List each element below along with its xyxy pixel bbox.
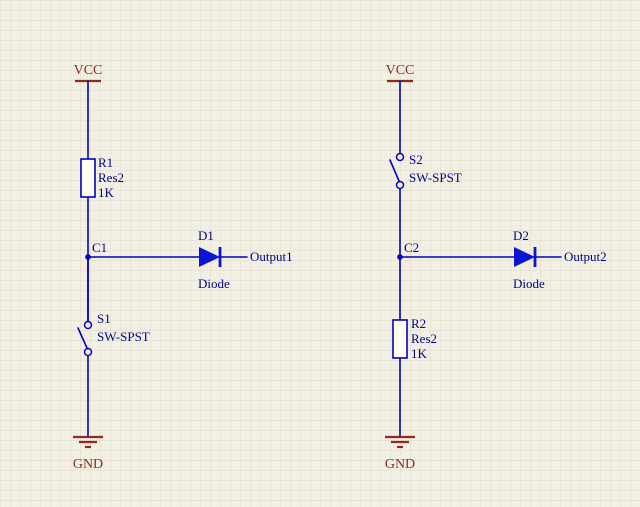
diode-d2[interactable]: D2 Diode xyxy=(513,228,545,291)
net-label-c2[interactable]: C2 xyxy=(404,240,419,255)
resistor-body-icon xyxy=(80,158,96,198)
net-label-text: C1 xyxy=(92,240,107,255)
resistor-value: 1K xyxy=(98,185,115,200)
power-port-vcc-left[interactable]: VCC xyxy=(74,63,103,83)
circuit-left: VCC R1 Res2 1K C1 xyxy=(73,63,293,472)
net-label-output1[interactable]: Output1 xyxy=(250,249,293,264)
net-label-c1[interactable]: C1 xyxy=(92,240,107,255)
switch-s1[interactable]: S1 SW-SPST xyxy=(77,311,150,357)
switch-contact-icon xyxy=(83,347,93,357)
gnd-label: GND xyxy=(385,457,415,472)
switch-ref: S1 xyxy=(97,311,111,326)
vcc-label: VCC xyxy=(386,63,415,78)
switch-lever-icon xyxy=(389,159,400,182)
switch-lever-icon xyxy=(77,327,88,349)
diode-ref: D2 xyxy=(513,228,529,243)
diode-d1[interactable]: D1 Diode xyxy=(198,228,230,291)
diode-part: Diode xyxy=(513,276,545,291)
switch-contact-icon xyxy=(395,152,405,162)
circuit-right: VCC S2 SW-SPST C2 xyxy=(385,63,607,472)
diode-triangle-icon xyxy=(199,247,220,267)
net-label-output2[interactable]: Output2 xyxy=(564,249,607,264)
net-label-text: C2 xyxy=(404,240,419,255)
switch-part: SW-SPST xyxy=(409,170,462,185)
output-label-text: Output1 xyxy=(250,249,293,264)
switch-contact-icon xyxy=(83,320,93,330)
switch-ref: S2 xyxy=(409,152,423,167)
diode-ref: D1 xyxy=(198,228,214,243)
diode-triangle-icon xyxy=(514,247,535,267)
resistor-value: 1K xyxy=(411,346,428,361)
ground-port-right[interactable]: GND xyxy=(385,435,415,472)
ground-port-left[interactable]: GND xyxy=(73,435,103,472)
power-port-vcc-right[interactable]: VCC xyxy=(386,63,415,83)
switch-s2[interactable]: S2 SW-SPST xyxy=(389,152,462,190)
resistor-body-icon xyxy=(392,319,408,359)
switch-part: SW-SPST xyxy=(97,329,150,344)
resistor-r2[interactable]: R2 Res2 1K xyxy=(392,316,437,361)
resistor-part: Res2 xyxy=(98,170,124,185)
wire-s2-to-r2[interactable] xyxy=(397,188,403,321)
resistor-r1[interactable]: R1 Res2 1K xyxy=(80,155,124,200)
resistor-part: Res2 xyxy=(411,331,437,346)
diode-part: Diode xyxy=(198,276,230,291)
resistor-ref: R1 xyxy=(98,155,113,170)
vcc-label: VCC xyxy=(74,63,103,78)
switch-contact-icon xyxy=(395,180,405,190)
resistor-ref: R2 xyxy=(411,316,426,331)
gnd-label: GND xyxy=(73,457,103,472)
output-label-text: Output2 xyxy=(564,249,607,264)
